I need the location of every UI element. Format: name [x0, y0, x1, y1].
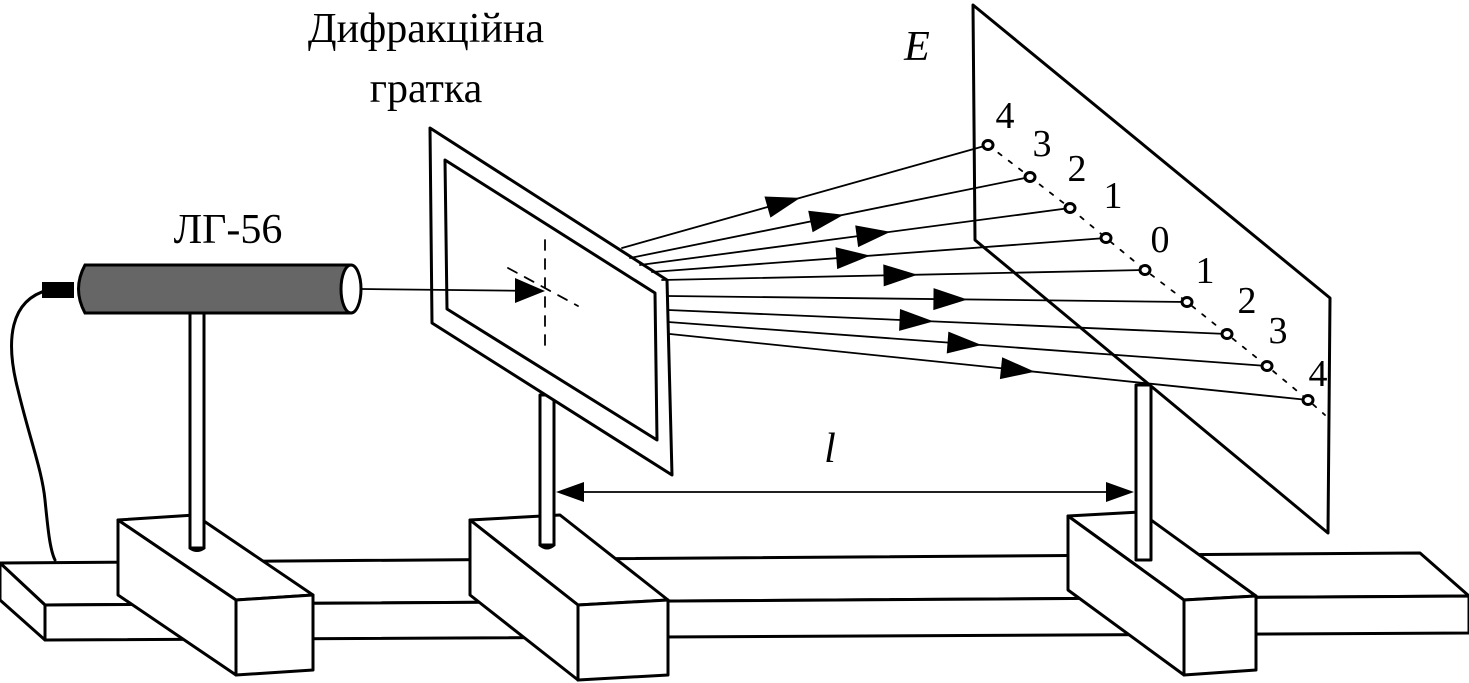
distance-label: l	[824, 426, 836, 472]
laser-label: ЛГ-56	[174, 207, 283, 253]
spot-4	[1138, 264, 1152, 276]
slider-laser	[116, 513, 315, 677]
beam-arrowhead-2	[855, 225, 891, 248]
beam-arrowhead-6	[899, 308, 934, 331]
stand-grating	[538, 393, 556, 550]
diffraction-spots	[981, 139, 1315, 406]
screen-label: E	[903, 24, 930, 70]
beam-arrowhead-3	[835, 247, 871, 270]
spot-trace	[987, 144, 1326, 416]
order-label-4: 0	[1151, 219, 1170, 261]
stand-laser	[188, 308, 206, 552]
diffracted-beams	[621, 144, 1309, 401]
beam-arrowhead-7	[946, 331, 982, 354]
spot-2	[1063, 202, 1077, 214]
slider-grating	[468, 513, 670, 682]
beam-arrowhead-1	[808, 210, 844, 233]
diffracted-beam-2	[639, 207, 1071, 266]
order-label-3: 1	[1104, 175, 1123, 217]
spot-0	[981, 139, 995, 151]
screen-e	[971, 3, 1332, 535]
spot-5	[1180, 296, 1194, 308]
order-label-2: 2	[1068, 148, 1087, 190]
incident-beam	[361, 278, 545, 303]
distance-arrow	[556, 482, 1134, 502]
spot-8	[1301, 394, 1315, 406]
diffracted-beam-0	[621, 144, 989, 249]
beam-arrowhead-4	[883, 264, 918, 287]
beam-arrowhead-8	[999, 357, 1035, 380]
spot-3	[1099, 232, 1113, 244]
stand-screen	[1134, 383, 1153, 562]
order-label-0: 4	[996, 95, 1015, 137]
diffracted-beam-6	[667, 309, 1228, 335]
diffracted-beam-3	[651, 237, 1107, 273]
laser-power-cable	[10, 288, 57, 562]
spot-6	[1220, 328, 1234, 340]
diffracted-beam-8	[669, 333, 1309, 401]
beam-arrowhead-0	[764, 196, 801, 218]
order-label-1: 3	[1033, 123, 1052, 165]
order-label-7: 3	[1269, 310, 1288, 352]
order-label-8: 4	[1309, 353, 1328, 395]
grating-label-line1: Дифракційна	[308, 6, 544, 52]
spot-7	[1260, 360, 1274, 372]
order-label-5: 1	[1196, 250, 1215, 292]
laser-tube	[10, 263, 363, 562]
grating-label-line2: гратка	[370, 66, 483, 112]
diffracted-beam-5	[667, 295, 1188, 303]
slider-screen	[1066, 510, 1258, 677]
spot-1	[1023, 171, 1037, 183]
diffraction-grating	[428, 126, 674, 477]
beam-arrowhead-5	[933, 288, 968, 311]
order-label-6: 2	[1238, 280, 1257, 322]
